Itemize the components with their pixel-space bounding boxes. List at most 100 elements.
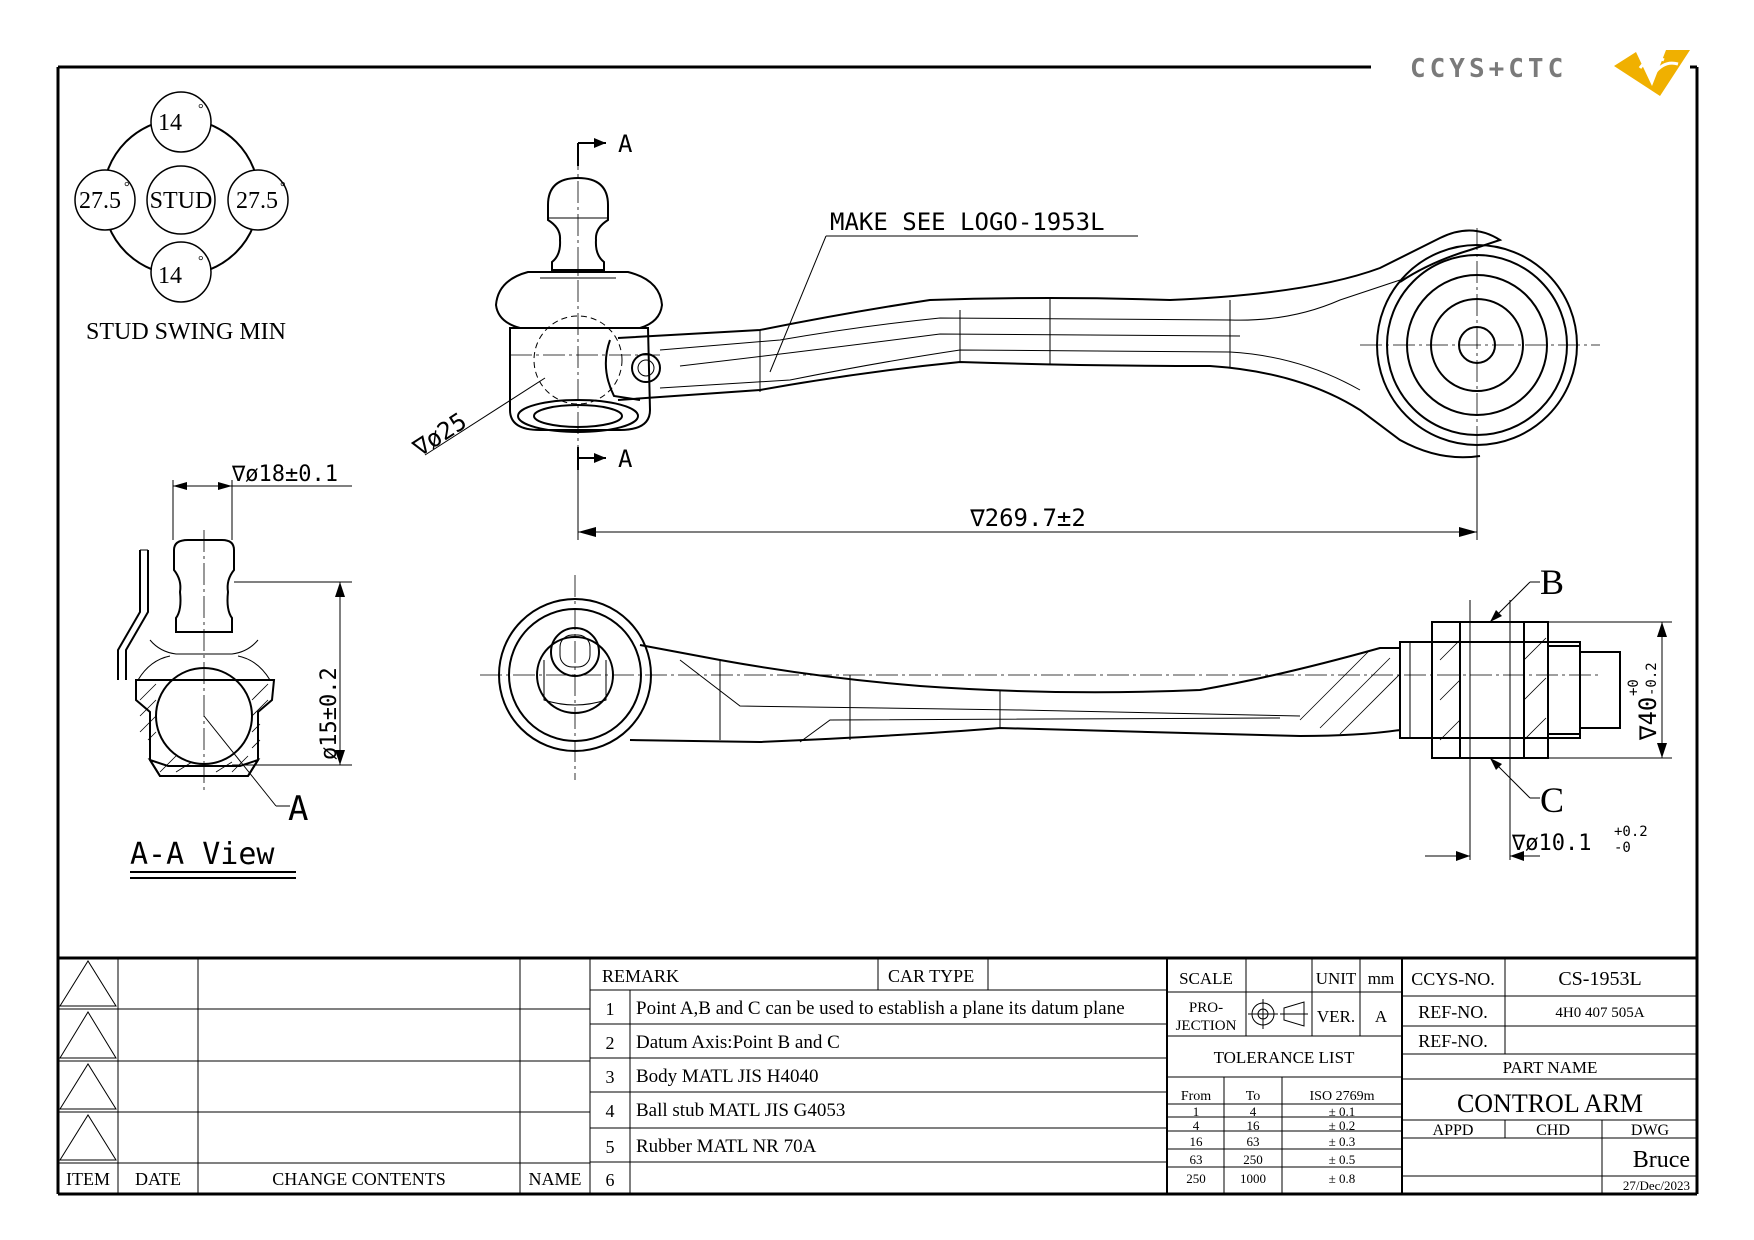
ref-no-label-1: REF-NO. <box>1418 1002 1488 1022</box>
ball-housing <box>509 327 652 431</box>
ccys-no-label: CCYS-NO. <box>1411 969 1495 989</box>
bore-tol-upper: +0.2 <box>1614 824 1648 840</box>
change-header: CHANGE CONTENTS <box>272 1169 446 1189</box>
remark-text-1: Point A,B and C can be used to establish… <box>636 998 1125 1019</box>
part-name-label: PART NAME <box>1503 1058 1598 1077</box>
top-view: A A <box>407 130 1600 540</box>
bushing-height-tol-lower: -0.2 <box>1644 662 1660 696</box>
side-view: B C ∇40 +0 -0.2 ∇ø10.1 +0.2 -0 <box>480 562 1672 861</box>
tol-row-2-to: 16 <box>1247 1118 1261 1133</box>
side-bushing <box>1399 641 1581 739</box>
remark-no-2: 2 <box>606 1033 615 1053</box>
tolerance-title: TOLERANCE LIST <box>1214 1048 1355 1067</box>
bore-diameter: ∇ø10.1 <box>1511 831 1591 856</box>
tol-row-2-from: 4 <box>1193 1118 1200 1133</box>
point-c-label: C <box>1540 780 1564 820</box>
car-type-label: CAR TYPE <box>888 966 974 986</box>
logo-text: CCYS+CTC <box>1410 54 1567 84</box>
unit-value: mm <box>1368 969 1394 988</box>
remark-no-1: 1 <box>606 999 615 1019</box>
tol-header-to: To <box>1246 1089 1261 1104</box>
remark-no-6: 6 <box>606 1170 615 1190</box>
tol-row-2-iso: ± 0.2 <box>1329 1118 1356 1133</box>
aa-section-view: ∇ø18±0.1 ø15±0.2 A A-A View <box>117 462 352 879</box>
tol-header-from: From <box>1181 1089 1211 1104</box>
swing-caption: STUD SWING MIN <box>86 319 286 345</box>
aa-stud <box>173 539 235 633</box>
side-arm-lower <box>629 726 1401 744</box>
degree-sign-right: ° <box>280 180 286 195</box>
item-header: ITEM <box>66 1169 110 1189</box>
scale-label: SCALE <box>1179 969 1233 988</box>
logo-mark-icon <box>1614 50 1690 96</box>
tol-row-3-iso: ± 0.3 <box>1329 1134 1356 1149</box>
tol-row-3-from: 16 <box>1190 1134 1204 1149</box>
company-logo: CCYS+CTC <box>1410 50 1690 96</box>
tol-row-3-to: 63 <box>1247 1134 1260 1149</box>
tol-row-1-from: 1 <box>1193 1104 1200 1119</box>
point-b-label: B <box>1540 562 1564 602</box>
drawing-date: 27/Dec/2023 <box>1623 1178 1690 1193</box>
bushing-height: ∇40 <box>1634 697 1662 741</box>
rubber-boot <box>494 271 664 329</box>
section-mark-a-bottom: A <box>618 445 633 473</box>
swing-left: 27.5 <box>79 188 121 214</box>
swing-right: 27.5 <box>236 188 278 214</box>
name-header: NAME <box>529 1169 582 1189</box>
chd-label: CHD <box>1536 1122 1570 1139</box>
unit-label: UNIT <box>1316 969 1357 988</box>
projection-label-1: PRO- <box>1189 1000 1223 1016</box>
overall-length: ∇269.7±2 <box>969 504 1086 532</box>
ball-diameter: ∇ø25 <box>407 407 472 463</box>
tol-row-5-from: 250 <box>1186 1171 1206 1186</box>
remark-text-2: Datum Axis:Point B and C <box>636 1032 840 1053</box>
point-a-label: A <box>288 789 308 829</box>
ref-no-label-2: REF-NO. <box>1418 1031 1488 1051</box>
part-name: CONTROL ARM <box>1457 1089 1643 1118</box>
point-a-leader <box>203 715 277 807</box>
ver-label: VER. <box>1317 1007 1355 1026</box>
tol-row-4-to: 250 <box>1243 1152 1263 1167</box>
title-block-text: ITEM DATE CHANGE CONTENTS NAME REMARK CA… <box>66 966 1690 1193</box>
ball-height-dim: ø15±0.2 <box>317 667 342 760</box>
tol-row-5-iso: ± 0.8 <box>1329 1171 1356 1186</box>
ccys-no: CS-1953L <box>1558 968 1641 990</box>
ref-no-1: 4H0 407 505A <box>1555 1005 1644 1021</box>
degree-sign-left: ° <box>124 180 130 195</box>
title-block-grid <box>58 956 1697 1194</box>
remark-text-3: Body MATL JIS H4040 <box>636 1066 818 1087</box>
arm-upper-edge <box>617 229 1503 339</box>
aa-bracket <box>125 550 149 680</box>
dwg-name: Bruce <box>1633 1147 1690 1173</box>
degree-sign-bottom: ° <box>198 254 204 269</box>
tol-row-4-from: 63 <box>1190 1152 1203 1167</box>
remark-no-4: 4 <box>606 1101 615 1121</box>
bore-tol-lower: -0 <box>1614 840 1631 856</box>
tol-header-iso: ISO 2769m <box>1310 1089 1375 1104</box>
projection-label-2: JECTION <box>1176 1018 1237 1034</box>
dwg-label: DWG <box>1631 1122 1670 1139</box>
ver-value: A <box>1375 1007 1388 1026</box>
date-header: DATE <box>135 1169 181 1189</box>
remark-no-5: 5 <box>606 1137 615 1157</box>
swing-center: STUD <box>150 188 213 214</box>
logo-note: MAKE SEE LOGO-1953L <box>830 208 1105 236</box>
tol-row-4-iso: ± 0.5 <box>1329 1152 1356 1167</box>
remark-label: REMARK <box>602 966 679 986</box>
appd-label: APPD <box>1433 1122 1474 1139</box>
stud-swing-diagram: 14 ° 14 ° 27.5 ° 27.5 ° STUD STUD SWING … <box>74 91 289 345</box>
remark-text-4: Ball stub MATL JIS G4053 <box>636 1100 845 1121</box>
side-arm-upper <box>639 644 1400 694</box>
bushing-height-tol-upper: +0 <box>1626 679 1642 696</box>
stud-diameter: ∇ø18±0.1 <box>231 462 338 487</box>
arm-lower-edge <box>617 360 1481 459</box>
tol-row-1-to: 4 <box>1250 1104 1257 1119</box>
section-mark-a-top: A <box>618 130 633 158</box>
remark-text-5: Rubber MATL NR 70A <box>636 1136 817 1157</box>
tol-row-1-iso: ± 0.1 <box>1329 1104 1356 1119</box>
swing-bottom: 14 <box>158 263 182 289</box>
tol-row-5-to: 1000 <box>1240 1171 1266 1186</box>
swing-top: 14 <box>158 110 182 136</box>
degree-sign-top: ° <box>198 102 204 117</box>
